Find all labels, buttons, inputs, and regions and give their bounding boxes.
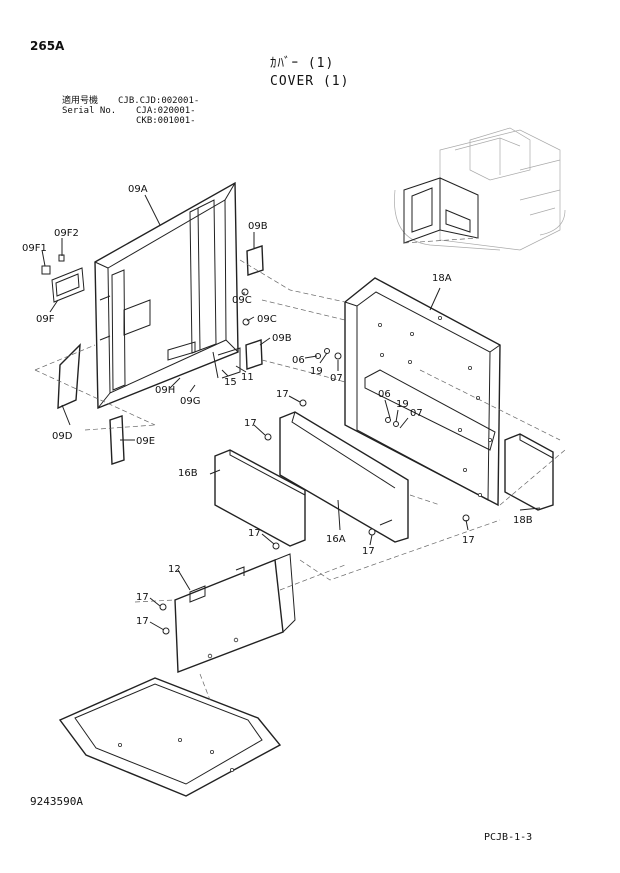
machine-outline (394, 127, 566, 251)
part-label: 09B (272, 333, 292, 344)
part-label: 07 (330, 373, 343, 384)
part-label: 15 (224, 377, 237, 388)
serial-value: CKB:001001- (136, 116, 196, 126)
part-label: 09C (257, 314, 277, 325)
part-17-bolts (159, 399, 470, 635)
serial-value: CJA:020001- (136, 106, 196, 116)
part-label: 19 (396, 399, 409, 410)
part-label: 16B (178, 468, 198, 479)
serial-label-en: Serial No. (62, 106, 117, 116)
part-label: 09B (248, 221, 268, 232)
part-label: 17 (248, 528, 261, 539)
serial-label-jp: 適用号機 (62, 96, 99, 106)
part-12-bracket (174, 553, 296, 674)
part-label: 06 (292, 355, 305, 366)
part-label: 09C (232, 295, 252, 306)
part-18a-panel (344, 277, 501, 507)
part-label: 09E (136, 436, 156, 447)
part-label: 18A (432, 273, 452, 284)
part-label: 09G (180, 396, 201, 407)
part-09d-09e-strips (57, 343, 125, 465)
part-label: 19 (310, 366, 323, 377)
part-09b-hinges (241, 245, 264, 370)
part-label: 17 (362, 546, 375, 557)
base-frame (58, 677, 282, 797)
part-label: 09H (155, 385, 176, 396)
part-06-19-07-fasteners (315, 348, 342, 360)
part-label: 17 (136, 616, 149, 627)
part-09f-clips (41, 254, 85, 303)
part-16a-shield (279, 411, 409, 543)
part-label: 09A (128, 184, 148, 195)
part-label: 07 (410, 408, 423, 419)
part-label: 09D (52, 431, 73, 442)
assembly-lines (34, 259, 566, 701)
page-code: 265A (30, 39, 65, 53)
part-label: 09F2 (54, 228, 79, 239)
title-jp: ｶﾊﾞｰ (1) (270, 56, 335, 71)
part-label: 17 (136, 592, 149, 603)
part-label: 09F (36, 314, 55, 325)
part-label: 17 (276, 389, 289, 400)
part-label: 06 (378, 389, 391, 400)
part-16b-pad (214, 449, 306, 547)
part-09a-door-frame (94, 181, 239, 410)
part-label: 11 (241, 372, 254, 383)
leader-lines (41, 194, 541, 631)
serial-value: CJB.CJD:002001- (118, 96, 200, 106)
part-15-11-latch (212, 347, 241, 379)
part-label: 16A (326, 534, 346, 545)
page-reference: PCJB-1-3 (484, 832, 533, 843)
drawing-number: 9243590A (30, 795, 83, 808)
part-label: 17 (244, 418, 257, 429)
part-label: 09F1 (22, 243, 47, 254)
part-label: 18B (513, 515, 533, 526)
part-18b-pad (504, 433, 554, 511)
part-label: 17 (462, 535, 475, 546)
part-label: 12 (168, 564, 181, 575)
title-en: COVER (1) (270, 74, 350, 89)
